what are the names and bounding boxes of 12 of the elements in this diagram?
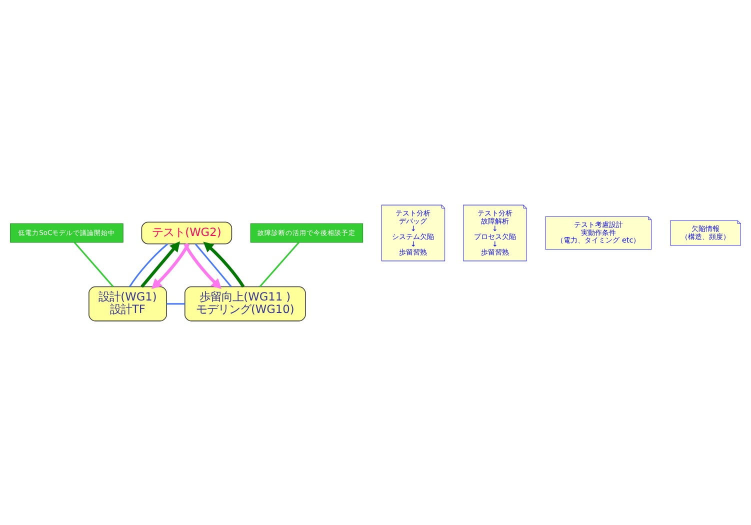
connector — [129, 242, 168, 287]
node-box: 歩留向上(WG11 ) モデリング(WG10) — [184, 286, 306, 321]
arrow — [203, 241, 245, 288]
connector — [194, 242, 232, 287]
arrow — [184, 242, 222, 289]
node-box: 設計(WG1) 設計TF — [88, 286, 167, 321]
arrow — [140, 240, 180, 288]
connector — [74, 241, 114, 287]
node-box: テスト(WG2) — [141, 221, 232, 244]
connector — [259, 241, 300, 287]
arrow — [151, 242, 190, 289]
connector — [166, 302, 185, 304]
